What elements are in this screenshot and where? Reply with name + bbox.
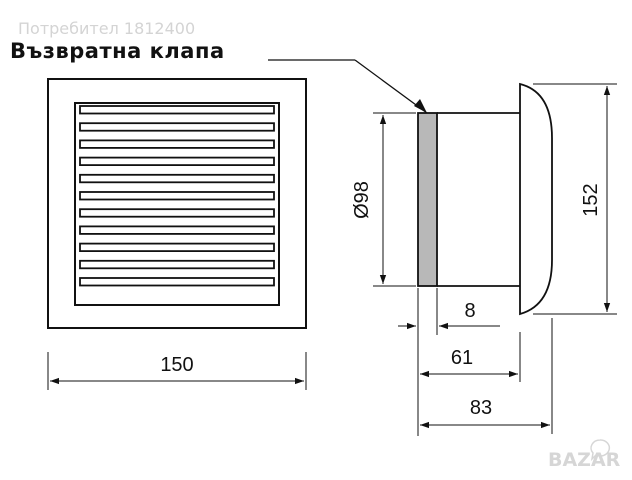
watermark-text: Потребител 1812400 bbox=[18, 19, 195, 38]
louver-slat bbox=[79, 191, 275, 201]
front-cover-profile bbox=[519, 82, 553, 316]
callout-label: Възвратна клапа bbox=[10, 39, 225, 63]
louver-slat bbox=[79, 225, 275, 235]
dimension-body-depth: 61 bbox=[417, 332, 521, 436]
dimension-diameter: Ø98 bbox=[351, 112, 416, 287]
dimension-label-83: 83 bbox=[470, 397, 492, 419]
callout-leader bbox=[268, 59, 428, 114]
dimension-height: 152 bbox=[533, 83, 617, 315]
louver-slat bbox=[79, 173, 275, 184]
dimension-total-depth: 83 bbox=[420, 318, 553, 434]
front-view bbox=[47, 78, 307, 329]
dimension-label-8: 8 bbox=[464, 300, 475, 322]
louver-slat bbox=[79, 242, 275, 253]
dimension-label-152: 152 bbox=[580, 183, 602, 216]
dimension-label-150: 150 bbox=[160, 354, 193, 376]
dimension-label-61: 61 bbox=[451, 347, 473, 369]
front-inner-frame bbox=[74, 102, 280, 306]
louver-slat bbox=[79, 105, 275, 115]
dimension-width-front: 150 bbox=[47, 352, 307, 390]
louver-slat bbox=[79, 259, 275, 270]
louver-grille bbox=[79, 105, 275, 287]
louver-slat bbox=[79, 139, 275, 149]
louver-slat bbox=[79, 156, 275, 167]
louver-slat bbox=[79, 208, 275, 218]
side-view bbox=[417, 82, 553, 316]
dimension-valve-depth: 8 bbox=[398, 288, 500, 335]
bazar-logo-bubble-icon bbox=[590, 439, 611, 462]
louver-slat bbox=[79, 277, 275, 287]
louver-slat bbox=[79, 122, 275, 132]
dimension-label-diameter: Ø98 bbox=[351, 181, 373, 219]
bazar-logo: BAZAR bbox=[548, 439, 621, 471]
backdraft-valve bbox=[417, 112, 438, 287]
bazar-logo-text: BAZAR bbox=[548, 449, 621, 471]
front-outer-frame bbox=[47, 78, 307, 329]
